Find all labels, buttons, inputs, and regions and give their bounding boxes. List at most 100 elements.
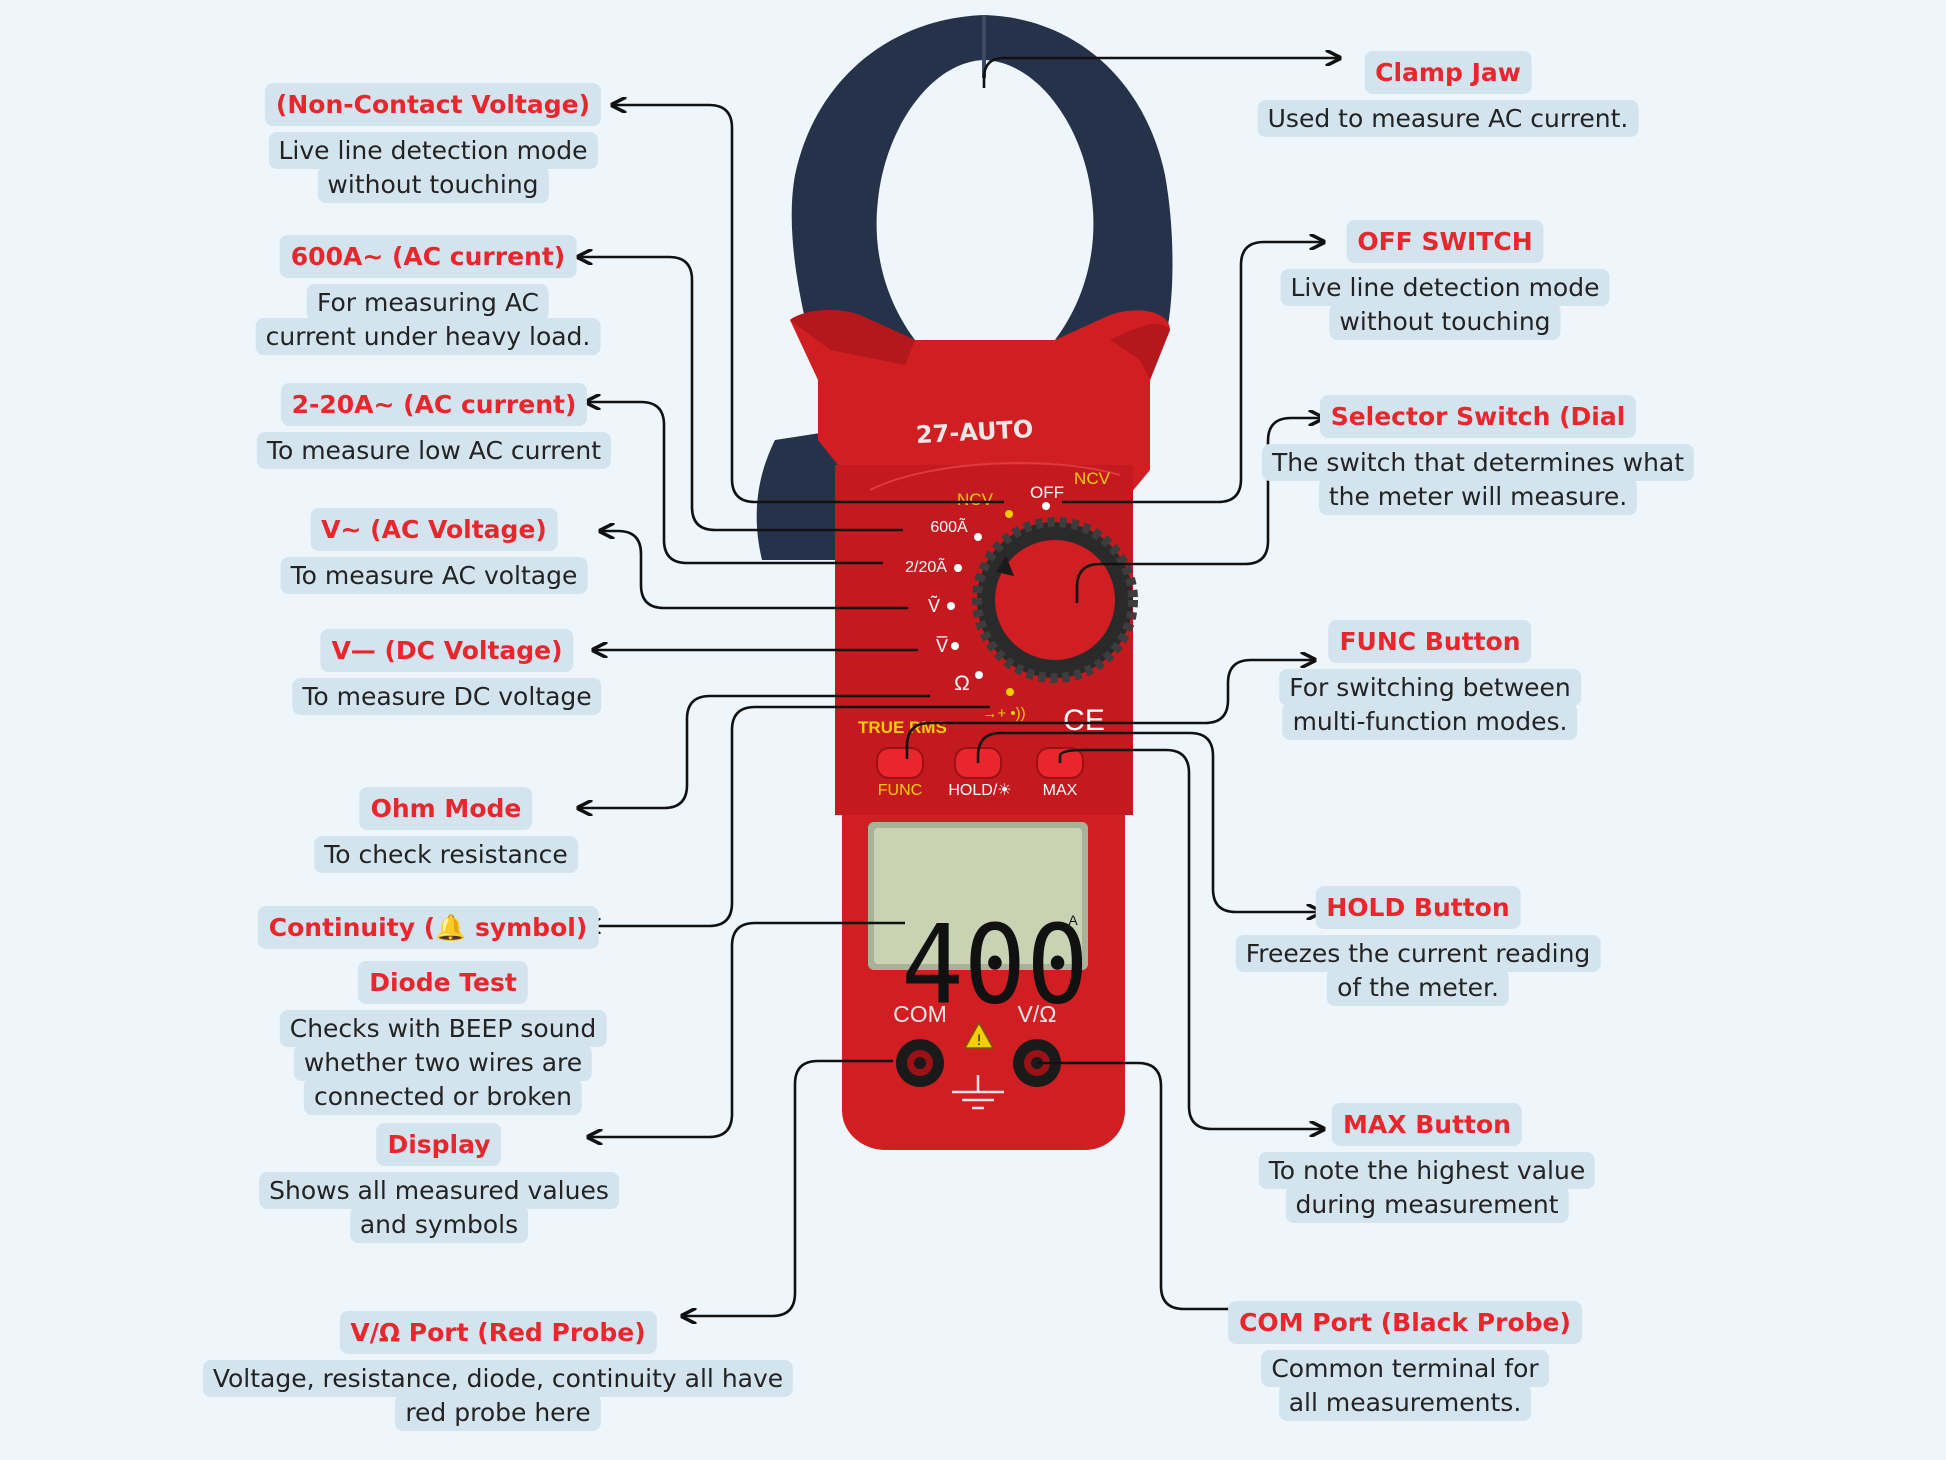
label-v-dc: V— (DC Voltage) To measure DC voltage (292, 626, 602, 715)
label-diode-desc-3: connected or broken (303, 1078, 583, 1115)
label-v-ac: V~ (AC Voltage) To measure AC voltage (280, 505, 588, 594)
leader-v-port (682, 1059, 893, 1316)
label-diode-desc-1: Checks with BEEP sound (279, 1010, 607, 1047)
label-ohm-title: Ohm Mode (359, 787, 533, 830)
v-ohm-port-label: V/Ω (1018, 1001, 1057, 1027)
clamp-jaw (756, 15, 1173, 560)
label-func: FUNC Button For switching between multi-… (1279, 617, 1581, 740)
label-off: OFF SWITCH Live line detection mode with… (1280, 217, 1610, 340)
label-selector: Selector Switch (Dial The switch that de… (1261, 392, 1695, 515)
label-func-desc-2: multi-function modes. (1282, 703, 1578, 740)
dial-label-ohm: Ω (954, 672, 970, 695)
label-selector-desc-1: The switch that determines what (1261, 444, 1695, 481)
label-ncv-desc-1: Live line detection mode (268, 132, 598, 169)
lcd-reading: 400 (901, 902, 1089, 1029)
ce-mark: CE (1063, 704, 1105, 737)
label-v-port-desc-1: Voltage, resistance, diode, continuity a… (202, 1360, 794, 1397)
lcd-display (868, 822, 1088, 970)
dial-label-off: OFF (1030, 483, 1064, 502)
label-off-desc-2: without touching (1329, 303, 1561, 340)
leader-off (1062, 242, 1324, 504)
label-v-port: V/Ω Port (Red Probe) Voltage, resistance… (202, 1308, 794, 1431)
dial-label-ncv: NCV (957, 490, 994, 509)
leader-hold (976, 731, 1321, 912)
label-display-desc-1: Shows all measured values (259, 1172, 619, 1209)
label-v-port-title: V/Ω Port (Red Probe) (339, 1311, 657, 1354)
label-diode-title: Diode Test (358, 961, 528, 1004)
svg-text:!: ! (976, 1033, 982, 1049)
label-max: MAX Button To note the highest value dur… (1258, 1100, 1596, 1223)
label-clamp-desc-1: Used to measure AC current. (1257, 100, 1639, 137)
com-port-jack[interactable] (896, 1039, 944, 1087)
leader-selector (1075, 418, 1323, 603)
label-v-dc-desc-1: To measure DC voltage (292, 678, 602, 715)
label-ac2-20: 2-20A~ (AC current) To measure low AC cu… (256, 380, 612, 469)
max-button-label: MAX (1043, 782, 1078, 799)
leader-v-ac (600, 531, 908, 610)
dial-label-2-20a: 2/20Ã (905, 556, 947, 576)
label-ncv-desc-2: without touching (317, 166, 549, 203)
hold-button-label: HOLD/☀ (948, 782, 1011, 799)
leader-ohm (578, 694, 930, 808)
warning-triangle-icon: ! (963, 1021, 995, 1049)
lcd-unit: A (1068, 912, 1078, 928)
label-max-desc-2: during measurement (1285, 1186, 1569, 1223)
label-ncv-title: (Non-Contact Voltage) (264, 83, 602, 126)
dial-label-ncv-right: NCV (1074, 469, 1111, 488)
label-v-port-desc-2: red probe here (395, 1394, 601, 1431)
label-selector-title: Selector Switch (Dial (1319, 395, 1637, 438)
label-continuity-title: Continuity (🔔 symbol) (257, 906, 599, 949)
leader-600a (578, 257, 903, 532)
dial-dots (947, 502, 1050, 696)
dial-label-v-ac: Ṽ (928, 595, 940, 616)
label-hold: HOLD Button Freezes the current reading … (1235, 883, 1601, 1006)
label-v-dc-title: V— (DC Voltage) (320, 629, 574, 672)
leader-display (588, 921, 905, 1137)
selector-dial[interactable] (972, 517, 1138, 683)
label-ac2-20-desc-1: To measure low AC current (256, 432, 612, 469)
label-ac600: 600A~ (AC current) For measuring AC curr… (255, 232, 601, 355)
label-diode: Diode Test Checks with BEEP sound whethe… (279, 958, 607, 1115)
label-display-desc-2: and symbols (349, 1206, 529, 1243)
label-selector-desc-2: the meter will measure. (1318, 478, 1638, 515)
label-max-desc-1: To note the highest value (1258, 1152, 1596, 1189)
dial-label-600a: 600Ã (930, 516, 968, 536)
label-hold-title: HOLD Button (1315, 886, 1521, 929)
label-v-ac-title: V~ (AC Voltage) (310, 508, 558, 551)
label-continuity: Continuity (🔔 symbol) (257, 903, 599, 953)
label-com-port-desc-2: all measurements. (1278, 1384, 1532, 1421)
label-ohm: Ohm Mode To check resistance (314, 784, 578, 873)
leader-com-port (1037, 1061, 1250, 1309)
dial-label-diode: →+ •)) (982, 705, 1025, 722)
label-com-port: COM Port (Black Probe) Common terminal f… (1228, 1298, 1582, 1421)
label-hold-desc-2: of the meter. (1327, 969, 1509, 1006)
label-hold-desc-1: Freezes the current reading (1235, 935, 1601, 972)
label-clamp: Clamp Jaw Used to measure AC current. (1257, 48, 1639, 137)
com-port-label: COM (893, 1001, 947, 1027)
label-off-desc-1: Live line detection mode (1280, 269, 1610, 306)
leader-clamp (982, 58, 1340, 88)
leader-2-20a (586, 402, 883, 565)
label-func-title: FUNC Button (1328, 620, 1532, 663)
label-com-port-title: COM Port (Black Probe) (1228, 1301, 1582, 1344)
func-button-label: FUNC (878, 782, 922, 799)
label-diode-desc-2: whether two wires are (293, 1044, 593, 1081)
label-v-ac-desc-1: To measure AC voltage (280, 557, 588, 594)
leader-continuity (586, 705, 990, 926)
leader-ncv (612, 105, 1004, 504)
ground-symbol-icon (952, 1075, 1004, 1110)
label-display-title: Display (376, 1123, 502, 1166)
label-ncv: (Non-Contact Voltage) Live line detectio… (264, 80, 602, 203)
label-ac600-desc-2: current under heavy load. (255, 318, 601, 355)
label-ac600-title: 600A~ (AC current) (279, 235, 577, 278)
label-off-title: OFF SWITCH (1346, 220, 1544, 263)
model-name: 27-AUTO (915, 415, 1034, 449)
label-ohm-desc-1: To check resistance (314, 836, 578, 873)
dial-label-v-dc: V̅ (936, 636, 948, 656)
label-ac2-20-title: 2-20A~ (AC current) (280, 383, 588, 426)
label-display: Display Shows all measured values and sy… (259, 1120, 619, 1243)
label-ac600-desc-1: For measuring AC (307, 284, 549, 321)
func-button[interactable] (876, 747, 924, 779)
